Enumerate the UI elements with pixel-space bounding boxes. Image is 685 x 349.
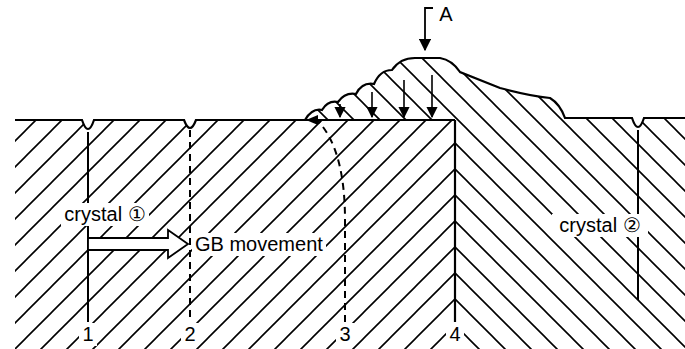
- boundary-line-2: [189, 130, 191, 322]
- crystal-two-region: [305, 58, 685, 349]
- hump-outline: [305, 58, 685, 127]
- pointer-label: A: [436, 3, 455, 26]
- callout-number: 1: [79, 323, 96, 346]
- movement-label: GB movement: [192, 233, 326, 256]
- crystal-label: crystal ①: [61, 203, 148, 226]
- boundary-line-4: [454, 120, 456, 322]
- boundary-line-1: [87, 132, 89, 322]
- pointer-bracket: [425, 8, 433, 50]
- flux-arrow: [431, 75, 433, 117]
- surface-line: [15, 120, 455, 129]
- flux-arrow: [371, 92, 373, 117]
- crystal-label: crystal ②: [552, 214, 648, 237]
- flux-arrow: [339, 104, 341, 117]
- flux-arrow: [403, 80, 405, 117]
- callout-number: 4: [446, 323, 463, 346]
- left-arrowhead: [306, 115, 318, 125]
- callout-number: 2: [181, 323, 198, 346]
- crystal-one-region: [15, 120, 455, 349]
- boundary-curve-3: [318, 121, 345, 322]
- callout-number: 3: [336, 323, 353, 346]
- movement-arrow: [88, 230, 188, 258]
